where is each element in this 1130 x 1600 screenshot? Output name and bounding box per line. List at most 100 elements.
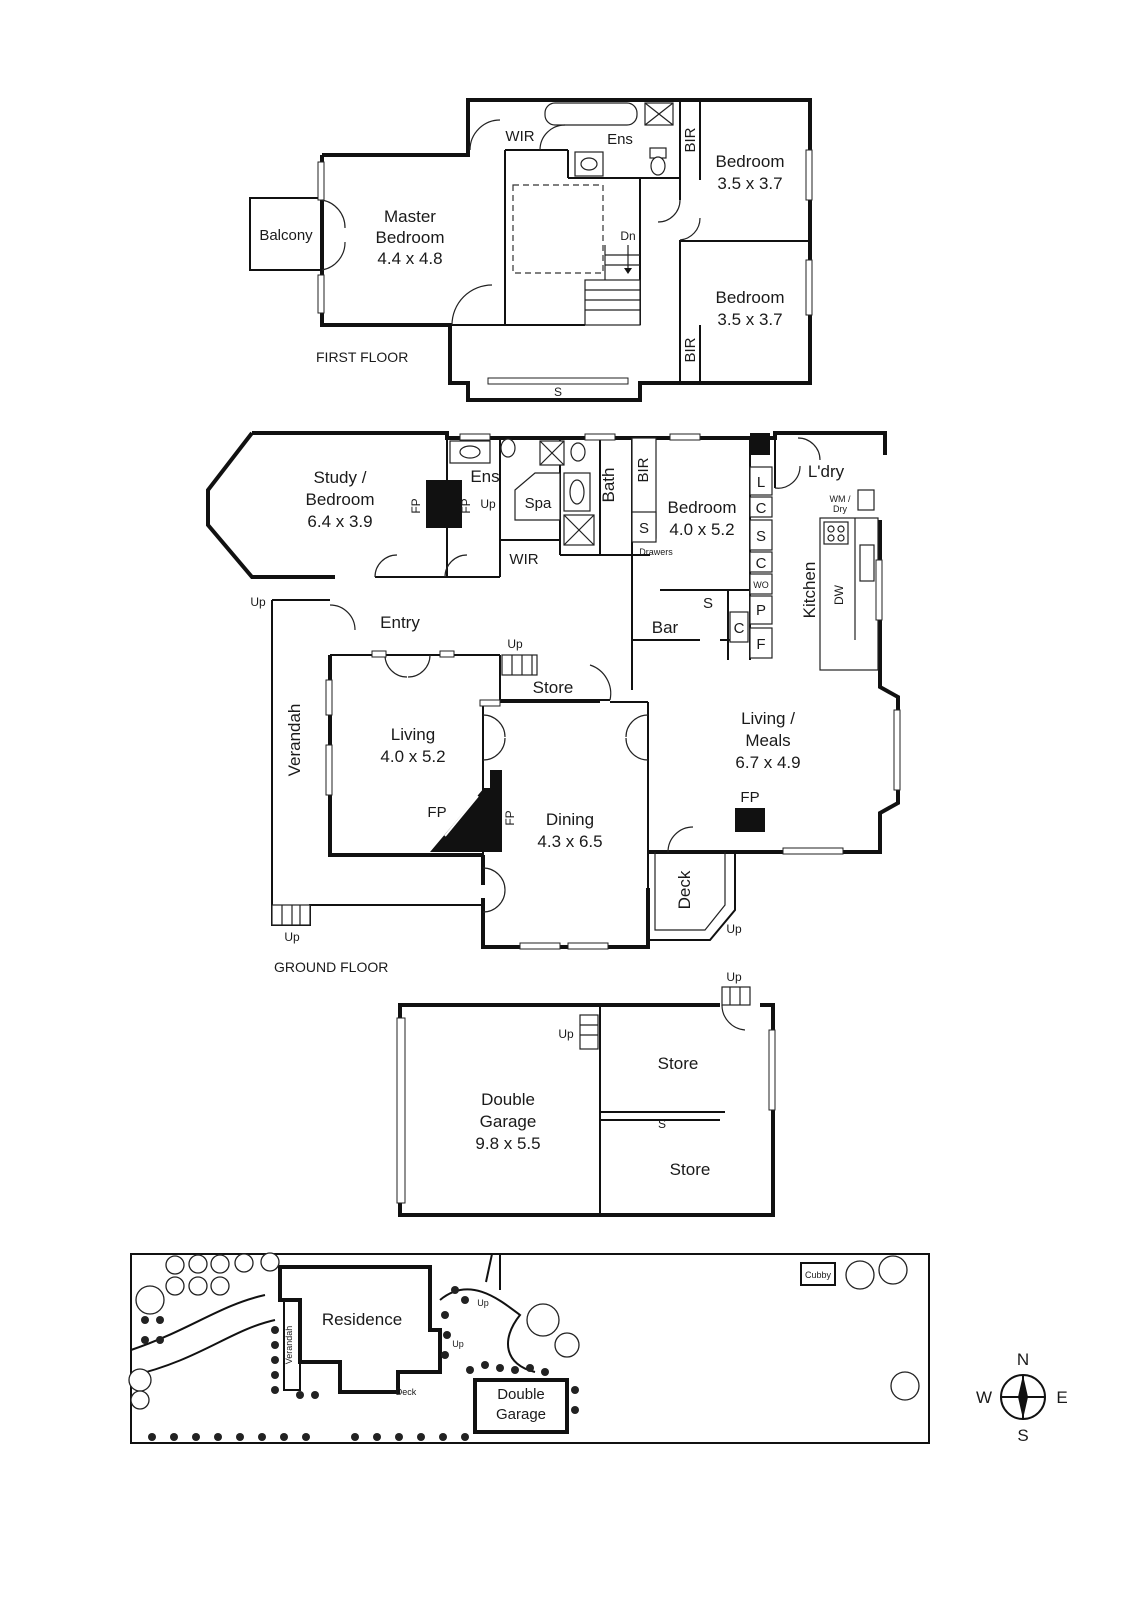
ground-bedroom-size: 4.0 x 5.2	[669, 520, 734, 539]
garage-size: 9.8 x 5.5	[475, 1134, 540, 1153]
garage-label-2: Garage	[480, 1112, 537, 1131]
living-meals-label: Living /	[741, 709, 795, 728]
boundary-shrubs	[141, 1286, 579, 1441]
first-floor-title: FIRST FLOOR	[316, 349, 408, 365]
entry-up-label: Up	[507, 637, 523, 651]
dining-size: 4.3 x 6.5	[537, 832, 602, 851]
cupboard-c2-label: C	[756, 555, 767, 572]
bedroom-1-size: 3.5 x 3.7	[717, 174, 782, 193]
store-label: Store	[533, 678, 574, 697]
meals-fireplace-icon	[735, 808, 765, 832]
site-up-a-label: Up	[477, 1298, 489, 1308]
balcony-outline	[249, 197, 323, 271]
dry-label: Dry	[833, 504, 847, 514]
kitchen-label: Kitchen	[800, 562, 819, 619]
verandah-label: Verandah	[285, 704, 304, 777]
living-size: 4.0 x 5.2	[380, 747, 445, 766]
ground-ens-label: Ens	[470, 467, 499, 486]
wir-label: WIR	[505, 128, 534, 145]
bir-bottom-label: BIR	[682, 337, 699, 362]
cupboard-l-label: L	[757, 474, 765, 491]
residence-label: Residence	[322, 1310, 402, 1329]
cupboard-f-label: F	[756, 636, 765, 653]
study-fireplace-icon	[426, 480, 462, 528]
garage-up-inner-label: Up	[558, 1027, 574, 1041]
shelf-label: S	[554, 385, 562, 399]
compass-north: N	[1017, 1350, 1029, 1369]
garage-plan: Up Up Double Garage 9.8 x 5.5 Store Stor…	[396, 970, 776, 1217]
cupboard-c1-label: C	[756, 500, 767, 517]
cupboard-s-label: S	[756, 528, 766, 545]
site-garage	[473, 1378, 569, 1434]
bar-label: Bar	[652, 618, 679, 637]
garage-label: Double	[481, 1090, 535, 1109]
trees	[128, 1252, 920, 1410]
site-plan: Residence Verandah Deck Up Up Cubby Doub…	[128, 1252, 930, 1444]
compass-east: E	[1056, 1388, 1067, 1407]
cubby-label: Cubby	[805, 1270, 832, 1280]
sink-icon	[859, 544, 875, 582]
living-fp-label: FP	[427, 804, 446, 821]
void-outline	[512, 184, 604, 274]
site-up-b-label: Up	[452, 1339, 464, 1349]
dining-label: Dining	[546, 810, 594, 829]
dishwasher-label: DW	[832, 584, 846, 605]
ensuite-label: Ens	[607, 131, 633, 148]
dining-fp-label: FP	[503, 810, 517, 825]
meals-fp-label: FP	[740, 789, 759, 806]
spa-up-label: Up	[480, 497, 496, 511]
first-floor-stairs	[584, 245, 641, 326]
site-deck-label: Deck	[396, 1387, 417, 1397]
ens-toilet-icon	[500, 438, 516, 458]
bir-top-label: BIR	[682, 127, 699, 152]
ground-floor-title: GROUND FLOOR	[274, 959, 388, 975]
ground-wir-label: WIR	[509, 551, 538, 568]
front-up-label: Up	[284, 930, 300, 944]
study-label: Study /	[314, 468, 367, 487]
site-garage-label: Double	[497, 1386, 545, 1403]
cupboard-c3-label: C	[734, 620, 745, 637]
compass-west: W	[976, 1388, 992, 1407]
living-meals-label-2: Meals	[745, 731, 790, 750]
cupboard-wo-label: WO	[753, 580, 769, 590]
bedroom-shelf-label: S	[639, 520, 649, 537]
master-bedroom-label: Master	[384, 207, 436, 226]
spa-label: Spa	[525, 495, 552, 512]
compass-south: S	[1017, 1426, 1028, 1445]
study-label-2: Bedroom	[306, 490, 375, 509]
first-floor: Master Bedroom 4.4 x 4.8 Balcony WIR Ens…	[249, 98, 813, 402]
study-fp-left-label: FP	[409, 498, 423, 513]
drawers-label: Drawers	[639, 547, 673, 557]
entry-label: Entry	[380, 613, 420, 632]
garage-shelf-label: S	[658, 1117, 666, 1131]
deck-up-label: Up	[726, 922, 742, 936]
study-fp-right-label: FP	[459, 498, 473, 513]
living-fireplace-icon	[430, 788, 500, 852]
cooktop-icon	[823, 521, 849, 545]
garage-store-top-label: Store	[658, 1054, 699, 1073]
bath-label: Bath	[599, 468, 618, 503]
garage-store-bottom-label: Store	[670, 1160, 711, 1179]
study-size: 6.4 x 3.9	[307, 512, 372, 531]
bedroom-1-label: Bedroom	[716, 152, 785, 171]
living-meals-size: 6.7 x 4.9	[735, 753, 800, 772]
spa-icon	[514, 472, 561, 521]
ground-bedroom-label: Bedroom	[668, 498, 737, 517]
bedroom-2-size: 3.5 x 3.7	[717, 310, 782, 329]
entry-stairs	[501, 654, 538, 676]
master-bedroom-label-2: Bedroom	[376, 228, 445, 247]
deck-label: Deck	[675, 870, 694, 909]
wm-label: WM /	[830, 494, 851, 504]
bedroom-2-label: Bedroom	[716, 288, 785, 307]
living-label: Living	[391, 725, 435, 744]
site-garage-label-2: Garage	[496, 1406, 546, 1423]
laundry-label: L'dry	[808, 462, 845, 481]
ground-floor: Study / Bedroom 6.4 x 3.9 FP FP Ens Up S…	[206, 431, 901, 975]
laundry-tub-icon	[857, 489, 875, 511]
ground-bir-label: BIR	[635, 457, 652, 482]
cubby-outline	[800, 1262, 836, 1286]
site-verandah-label: Verandah	[284, 1326, 294, 1365]
bar-shelf-label: S	[703, 595, 713, 612]
balcony-label: Balcony	[259, 227, 313, 244]
